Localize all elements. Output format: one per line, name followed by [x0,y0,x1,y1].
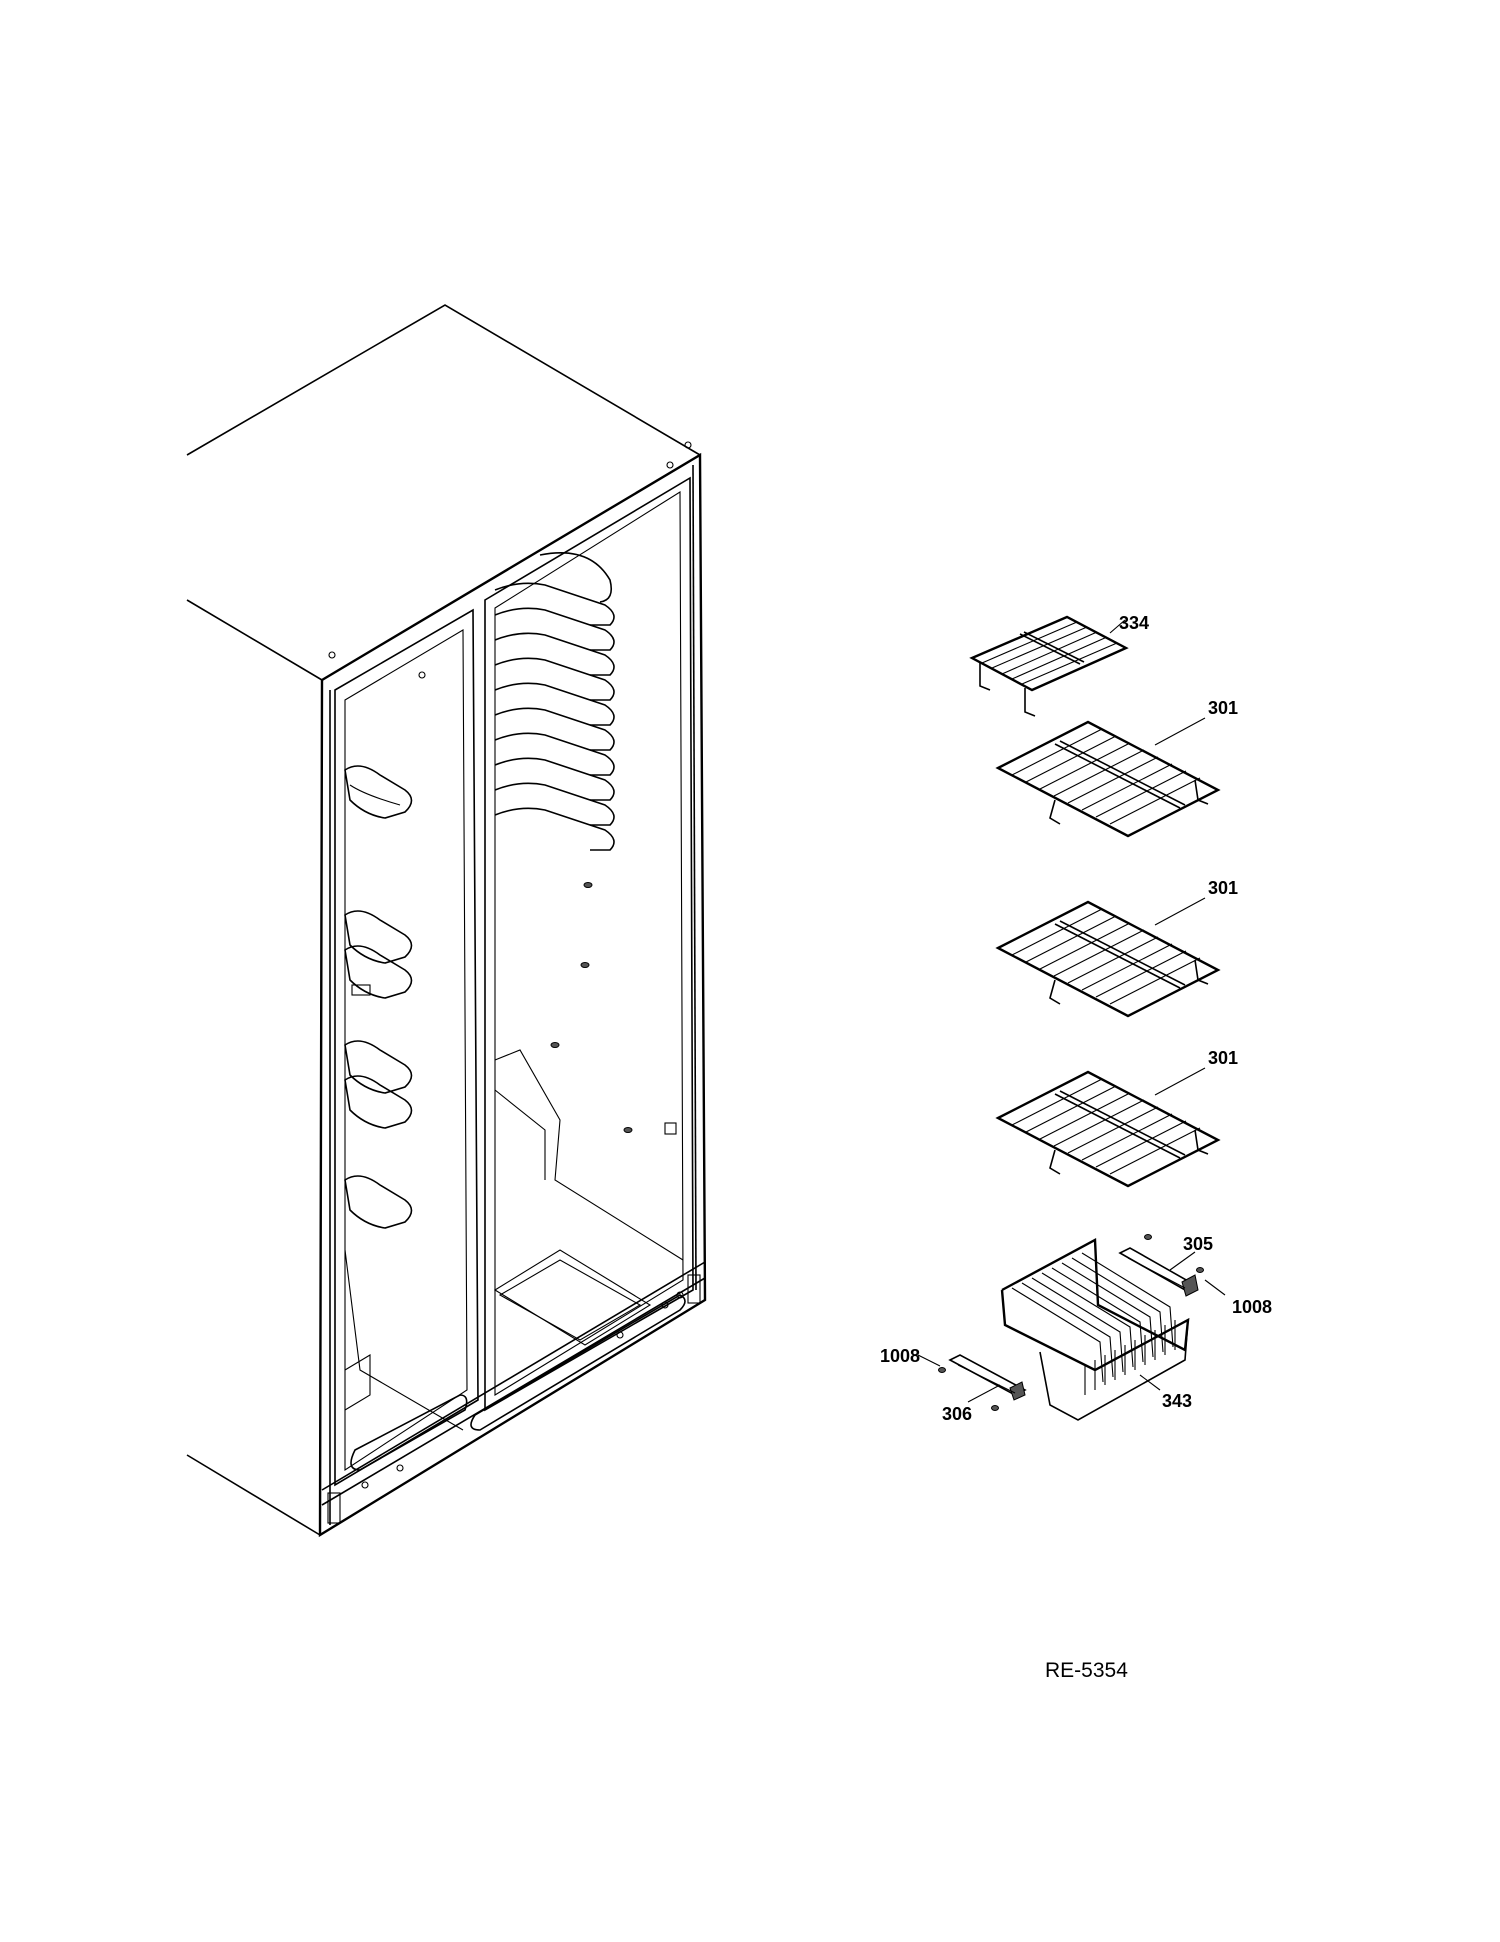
fresh-food-shelf-rails [494,552,615,851]
leader-lines [917,619,1226,1403]
slide-306 [948,1354,1027,1401]
shelf-301-top [995,720,1221,838]
shelf-301-bottom [995,1070,1221,1188]
callout-334: 334 [1119,613,1149,633]
callout-301-middle: 301 [1208,878,1238,898]
callout-labels: 334 301 301 301 305 1008 1008 306 343 [880,613,1272,1424]
callout-343: 343 [1162,1391,1192,1411]
refrigerator-cabinet [186,304,707,1538]
freezer-shelf-supports [344,765,413,1229]
callout-306: 306 [942,1404,972,1424]
callout-301-top: 301 [1208,698,1238,718]
basket-343 [1000,1238,1190,1421]
callout-301-bottom: 301 [1208,1048,1238,1068]
callout-1008-right: 1008 [1232,1297,1272,1317]
callout-305: 305 [1183,1234,1213,1254]
screw-1008-icons [938,1234,1204,1411]
shelf-334 [969,615,1129,717]
document-id: RE-5354 [1045,1659,1128,1682]
shelf-301-middle [995,900,1221,1018]
slide-305 [1118,1247,1199,1297]
callout-1008-left: 1008 [880,1346,920,1366]
